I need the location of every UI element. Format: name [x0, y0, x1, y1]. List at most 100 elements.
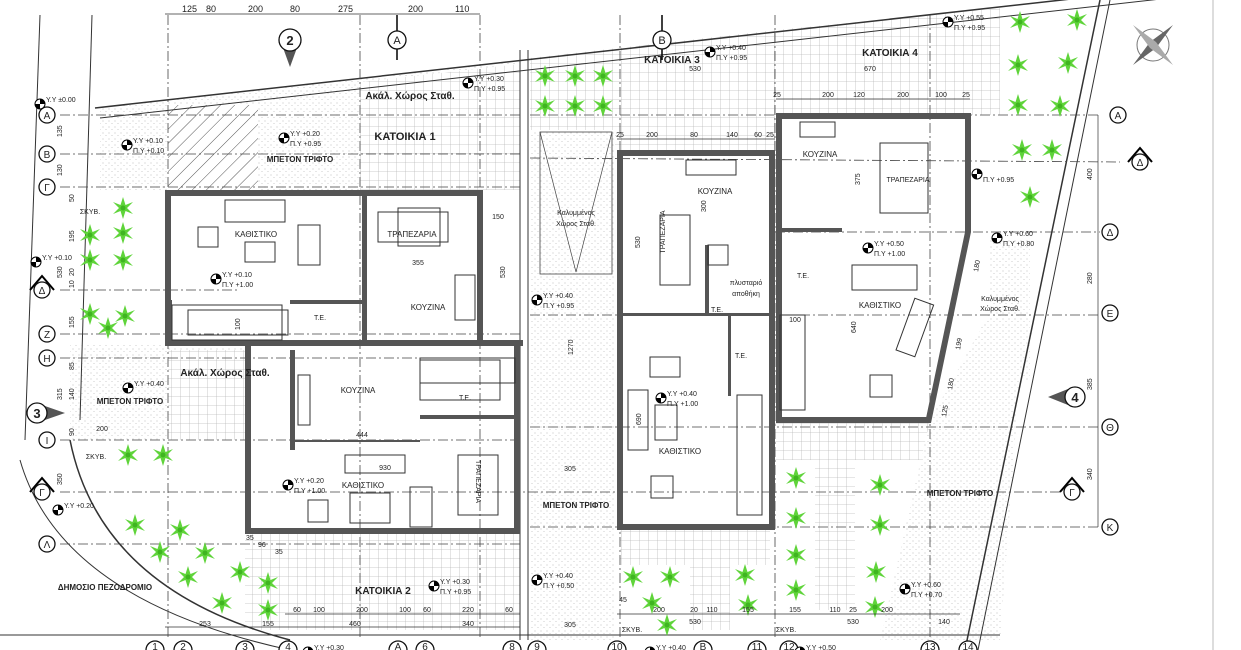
- axis-bubble: [607, 640, 627, 650]
- level-marker-icon: [282, 479, 294, 491]
- dimension-label: 300: [701, 200, 708, 212]
- dimension-label: 50: [69, 194, 76, 202]
- unit-1: Ακάλ. Χώρος Σταθ. ΚΑΤΟΙΚΙΑ 1 ΜΠΕΤΟΝ ΤΡΙΦ…: [80, 91, 507, 330]
- room-label: ΚΟΥΖΙΝΑ: [341, 386, 376, 395]
- section-marker-3: 3: [26, 402, 65, 424]
- axis-bubble: [388, 640, 408, 650]
- surface-label: ΜΠΕΤΟΝ ΤΡΙΦΤΟ: [927, 489, 994, 498]
- dimension-label: 305: [564, 466, 576, 473]
- dimension-label: 305: [564, 622, 576, 629]
- dimension-label: 25: [766, 132, 774, 139]
- level-marker: Υ.Υ +0.20Π.Υ +0.95: [278, 131, 321, 148]
- sidewalk-label: ΔΗΜΟΣΙΟ ΠΕΖΟΔΡΟΜΙΟ: [58, 583, 152, 592]
- level-marker: Υ.Υ +0.30: [302, 645, 344, 650]
- level-marker: Υ.Υ +0.30Π.Υ +0.95: [462, 76, 505, 93]
- top-dimensions: 125 80 200 80 275 200 110: [165, 4, 480, 15]
- plant-icon: [657, 614, 677, 636]
- level-marker: Υ.Υ +0.60Π.Υ +0.80: [991, 231, 1034, 248]
- dimension-label: 690: [636, 413, 643, 425]
- dimension-label: 530: [500, 266, 507, 278]
- section-marker-delta-right: Δ: [1127, 146, 1153, 171]
- dimension-label: 80: [690, 132, 698, 139]
- plant-icon: [170, 519, 190, 541]
- room-label: ΚΑΘΙΣΤΙΚΟ: [235, 230, 277, 239]
- level-label: Π.Υ +0.50: [543, 583, 574, 590]
- plant-icon: [870, 514, 890, 536]
- dimension-label: 1270: [568, 339, 575, 355]
- axis-bubble: [173, 640, 193, 650]
- unit-4-walls: [776, 113, 971, 423]
- axis-label: 13: [924, 642, 936, 650]
- plant-icon: [1020, 186, 1040, 208]
- axis-bubble: [145, 640, 165, 650]
- dimension-label: 530: [635, 236, 642, 248]
- level-label: Υ.Υ +0.50: [806, 645, 836, 650]
- axis-label: Λ: [44, 540, 51, 551]
- surface-label: ΜΠΕΤΟΝ ΤΡΙΦΤΟ: [543, 501, 610, 510]
- level-marker-icon: [30, 256, 42, 268]
- dimension-label: 275: [338, 4, 353, 14]
- dimension-label: 180: [973, 260, 982, 273]
- dimension-label: 85: [69, 362, 76, 370]
- dimension-label: 100: [235, 318, 242, 330]
- level-label: Υ.Υ +0.10: [133, 138, 163, 145]
- dimension-label: 155: [262, 621, 274, 628]
- level-label: Υ.Υ +0.30: [314, 645, 344, 650]
- level-label: Υ.Υ +0.40: [667, 391, 697, 398]
- level-label: Υ.Υ +0.40: [543, 293, 573, 300]
- axis-bubble: [527, 640, 547, 650]
- dimension-label: 80: [206, 4, 216, 14]
- dimension-label: 25: [849, 607, 857, 614]
- axis-label: Ε: [1107, 309, 1114, 320]
- level-label: Π.Υ +1.00: [222, 282, 253, 289]
- level-marker-icon: [704, 46, 716, 58]
- dimension-label: 530: [57, 266, 64, 278]
- dimension-label: 20: [690, 607, 698, 614]
- dimension-label: 25: [616, 132, 624, 139]
- axis-label: 8: [509, 642, 515, 650]
- room-label: ΚΑΘΙΣΤΙΚΟ: [859, 301, 901, 310]
- section-marker-b: Β: [652, 15, 672, 60]
- axis-label: 11: [752, 642, 763, 650]
- level-label: Υ.Υ +0.40: [543, 573, 573, 580]
- plant-icon: [1012, 139, 1032, 161]
- plant-icon: [195, 542, 215, 564]
- axis-label: 3: [242, 642, 248, 650]
- dimension-label: 100: [789, 317, 801, 324]
- dimension-label: 45: [619, 597, 627, 604]
- bin-label: ΣΚΥΒ.: [776, 627, 796, 634]
- plant-icon: [113, 197, 133, 219]
- unit-2-walls: [245, 345, 520, 534]
- dimension-label: 530: [689, 66, 701, 73]
- dimension-label: 200: [96, 426, 108, 433]
- plant-icon: [98, 317, 118, 339]
- dimension-label: 140: [938, 619, 950, 626]
- dimension-label: 10: [69, 280, 76, 288]
- plant-icon: [212, 592, 232, 614]
- dimension-label: 400: [1087, 168, 1094, 180]
- dimension-label: 60: [293, 607, 301, 614]
- dimension-label: 350: [57, 473, 64, 485]
- level-label: Υ.Υ +0.10: [42, 255, 72, 262]
- room-label: ΤΡΑΠΕΖΑΡΙΑ: [660, 210, 667, 253]
- section-marker-label: 4: [1071, 390, 1079, 405]
- dimension-label: 200: [356, 607, 368, 614]
- level-label: Υ.Υ +0.30: [474, 76, 504, 83]
- level-marker-icon: [210, 273, 222, 285]
- dimension-label: 640: [851, 321, 858, 333]
- dimension-label: 125: [941, 405, 950, 418]
- level-marker: Υ.Υ +0.30Π.Υ +0.95: [428, 579, 471, 596]
- dimension-label: 200: [897, 92, 909, 99]
- dimension-label: 530: [847, 619, 859, 626]
- axis-label: 10: [611, 642, 623, 650]
- room-label: ΤΡΑΠΕΖΑΡΙΑ: [886, 177, 929, 184]
- dimension-label: 195: [69, 230, 76, 242]
- level-marker: Υ.Υ +0.50Π.Υ +1.00: [862, 241, 905, 258]
- level-marker: Υ.Υ +0.40: [644, 645, 686, 650]
- parking-label: Ακάλ. Χώρος Σταθ.: [180, 368, 270, 379]
- plant-icon: [870, 474, 890, 496]
- bin-label: ΣΚΥΒ.: [80, 209, 100, 216]
- surface-label: ΜΠΕΤΟΝ ΤΡΙΦΤΟ: [97, 397, 164, 406]
- axis-label: 14: [962, 642, 974, 650]
- dimension-label: 100: [935, 92, 947, 99]
